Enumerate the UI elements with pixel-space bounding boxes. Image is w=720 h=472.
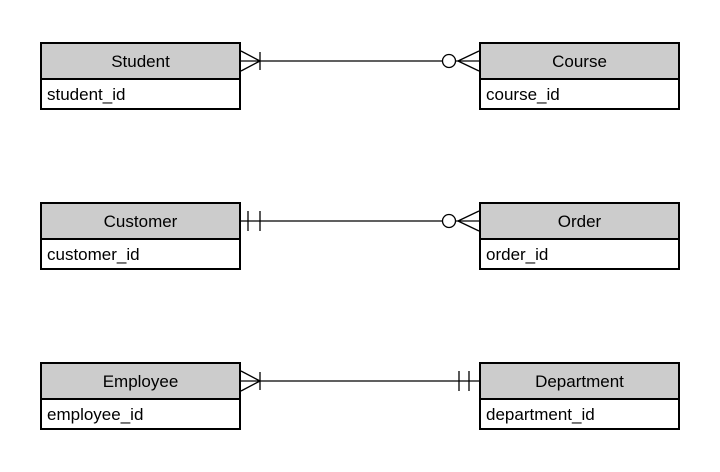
- entity-student: Student student_id: [40, 42, 241, 110]
- exactly-one-icon: [247, 211, 261, 231]
- entity-order-title: Order: [481, 204, 678, 240]
- entity-course-title: Course: [481, 44, 678, 80]
- entity-course: Course course_id: [479, 42, 680, 110]
- entity-order: Order order_id: [479, 202, 680, 270]
- exactly-one-icon: [458, 371, 470, 391]
- entity-course-attribute: course_id: [481, 80, 678, 108]
- one-or-many-icon: [240, 50, 261, 72]
- entity-employee-attribute: employee_id: [42, 400, 239, 428]
- entity-student-title: Student: [42, 44, 239, 80]
- entity-customer-attribute: customer_id: [42, 240, 239, 268]
- relationship-employee-department: [240, 370, 479, 392]
- relationship-customer-order: [241, 210, 480, 232]
- zero-or-many-icon: [441, 210, 480, 232]
- entity-customer: Customer customer_id: [40, 202, 241, 270]
- entity-customer-title: Customer: [42, 204, 239, 240]
- zero-or-many-icon: [441, 50, 480, 72]
- entity-student-attribute: student_id: [42, 80, 239, 108]
- entity-department: Department department_id: [479, 362, 680, 430]
- entity-employee: Employee employee_id: [40, 362, 241, 430]
- relationship-student-course: [240, 50, 480, 72]
- one-or-many-icon: [240, 370, 261, 392]
- entity-department-title: Department: [481, 364, 678, 400]
- entity-employee-title: Employee: [42, 364, 239, 400]
- entity-department-attribute: department_id: [481, 400, 678, 428]
- entity-order-attribute: order_id: [481, 240, 678, 268]
